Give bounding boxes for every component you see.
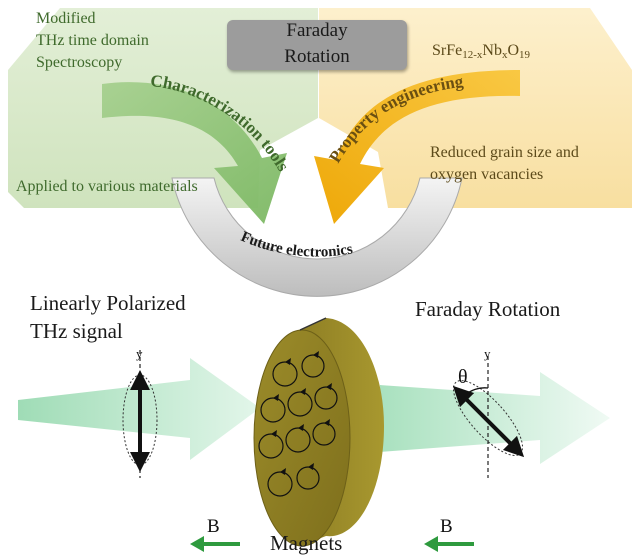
magnets-label: Magnets [270,531,343,555]
left-panel-line2: THz time domain [36,32,149,49]
right-title: Faraday Rotation [415,297,561,321]
right-field-label: B [440,516,453,537]
faraday-rotation-box [227,20,407,70]
box-title-line2: Rotation [284,46,350,67]
left-panel-line1: Modified [36,10,96,27]
domain-arrowheads [271,351,332,475]
transmitted-beam [380,372,610,464]
left-panel-bottom-text: Applied to various materials [16,178,198,195]
theta-label: θ [458,366,468,388]
left-field-label: B [207,516,220,537]
left-title-line2: THz signal [30,319,123,343]
right-panel-line2: oxygen vacancies [430,166,544,183]
right-polarization-arrow [452,385,525,458]
right-y-label: y [484,346,491,361]
box-title-line1: Faraday [286,20,348,41]
left-panel-line3: Spectroscopy [36,54,123,71]
right-panel-line1: Reduced grain size and [430,144,579,161]
characterization-arrow [102,82,287,224]
future-electronics-arc [171,177,463,297]
theta-arc [463,387,489,397]
property-engineering-arrow [314,70,520,224]
left-y-label: y [136,346,143,361]
material-formula: SrFe12-xNbxO19 [432,42,531,61]
left-title-line1: Linearly Polarized [30,291,186,315]
